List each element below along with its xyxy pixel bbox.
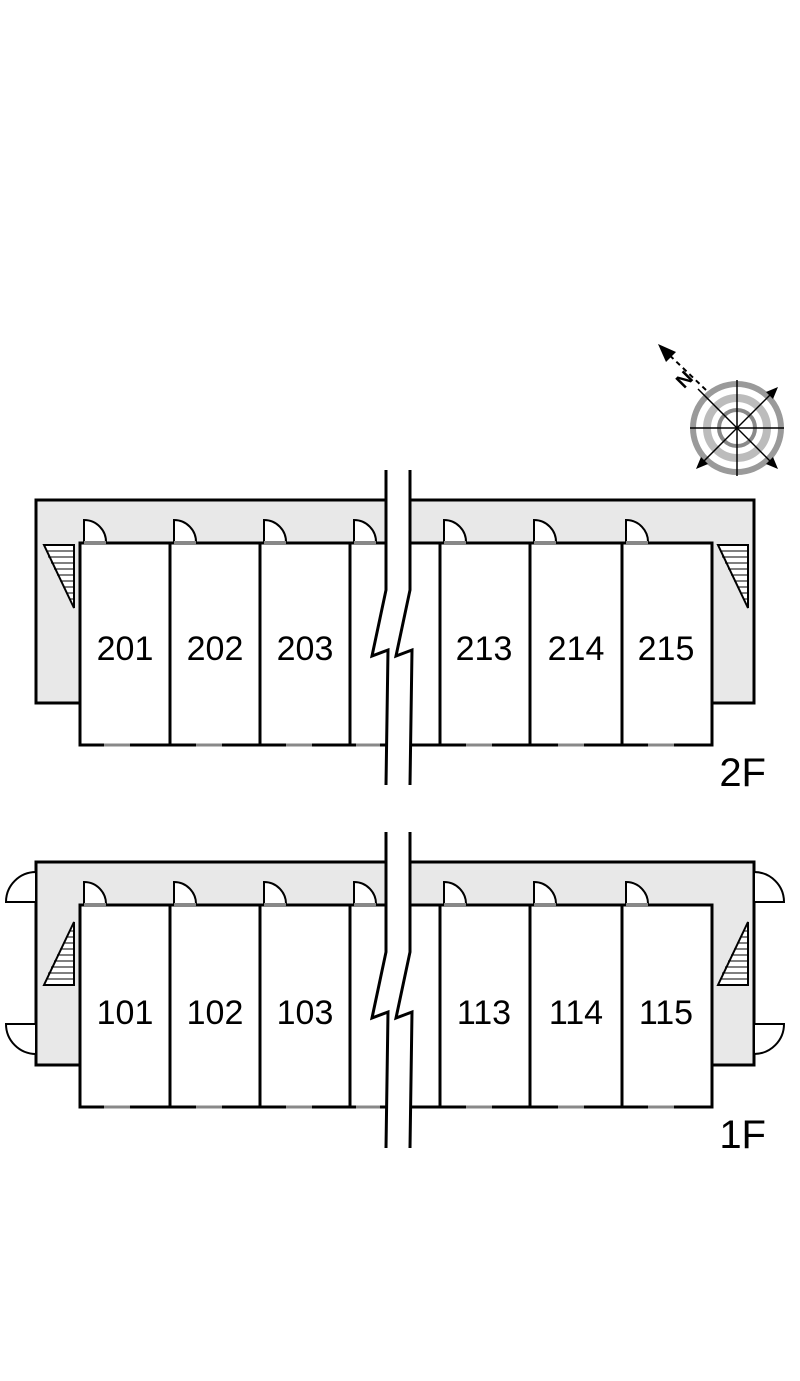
compass-north-arrow-icon	[658, 344, 707, 391]
stairs-icon	[42, 544, 75, 609]
unit-label: 113	[457, 994, 511, 1032]
stairs-icon	[716, 544, 749, 609]
unit-label: 202	[187, 630, 244, 668]
door-swing-icon	[83, 880, 650, 907]
unit-label: 213	[456, 630, 513, 668]
floor-1f-plan: 101 102 103 113 114 115 1F	[4, 832, 786, 1157]
compass-north-label: N	[672, 367, 698, 393]
unit-label: 201	[97, 630, 154, 668]
unit-114	[528, 903, 624, 1109]
break-line-stroke	[369, 832, 414, 1149]
stairs-icon	[42, 921, 75, 986]
unit-label: 214	[548, 630, 605, 668]
unit-115	[620, 903, 714, 1109]
unit-215	[620, 541, 714, 747]
compass-rose: N	[658, 344, 784, 476]
unit-label: 103	[277, 994, 334, 1032]
floor-label: 1F	[719, 1113, 766, 1157]
floor-2f-plan: 201 202 203 213 214 215 2F	[34, 470, 766, 795]
unit-label: 203	[277, 630, 334, 668]
break-line-stroke	[369, 470, 414, 786]
floor-label: 2F	[719, 751, 766, 795]
unit-203	[258, 541, 352, 747]
door-swing-icon	[4, 870, 786, 1056]
unit-214	[528, 541, 624, 747]
door-swing-icon	[83, 518, 650, 545]
unit-103	[258, 903, 352, 1109]
unit-label: 115	[639, 994, 693, 1032]
compass-ring-icon	[690, 380, 784, 476]
unit-label: 114	[549, 994, 603, 1032]
break-line	[372, 832, 412, 1148]
unit-label: 215	[638, 630, 695, 668]
stairs-icon	[716, 921, 749, 986]
unit-201	[78, 541, 172, 747]
break-line	[372, 470, 412, 785]
unit-label: 102	[187, 994, 244, 1032]
unit-label: 101	[97, 994, 154, 1032]
